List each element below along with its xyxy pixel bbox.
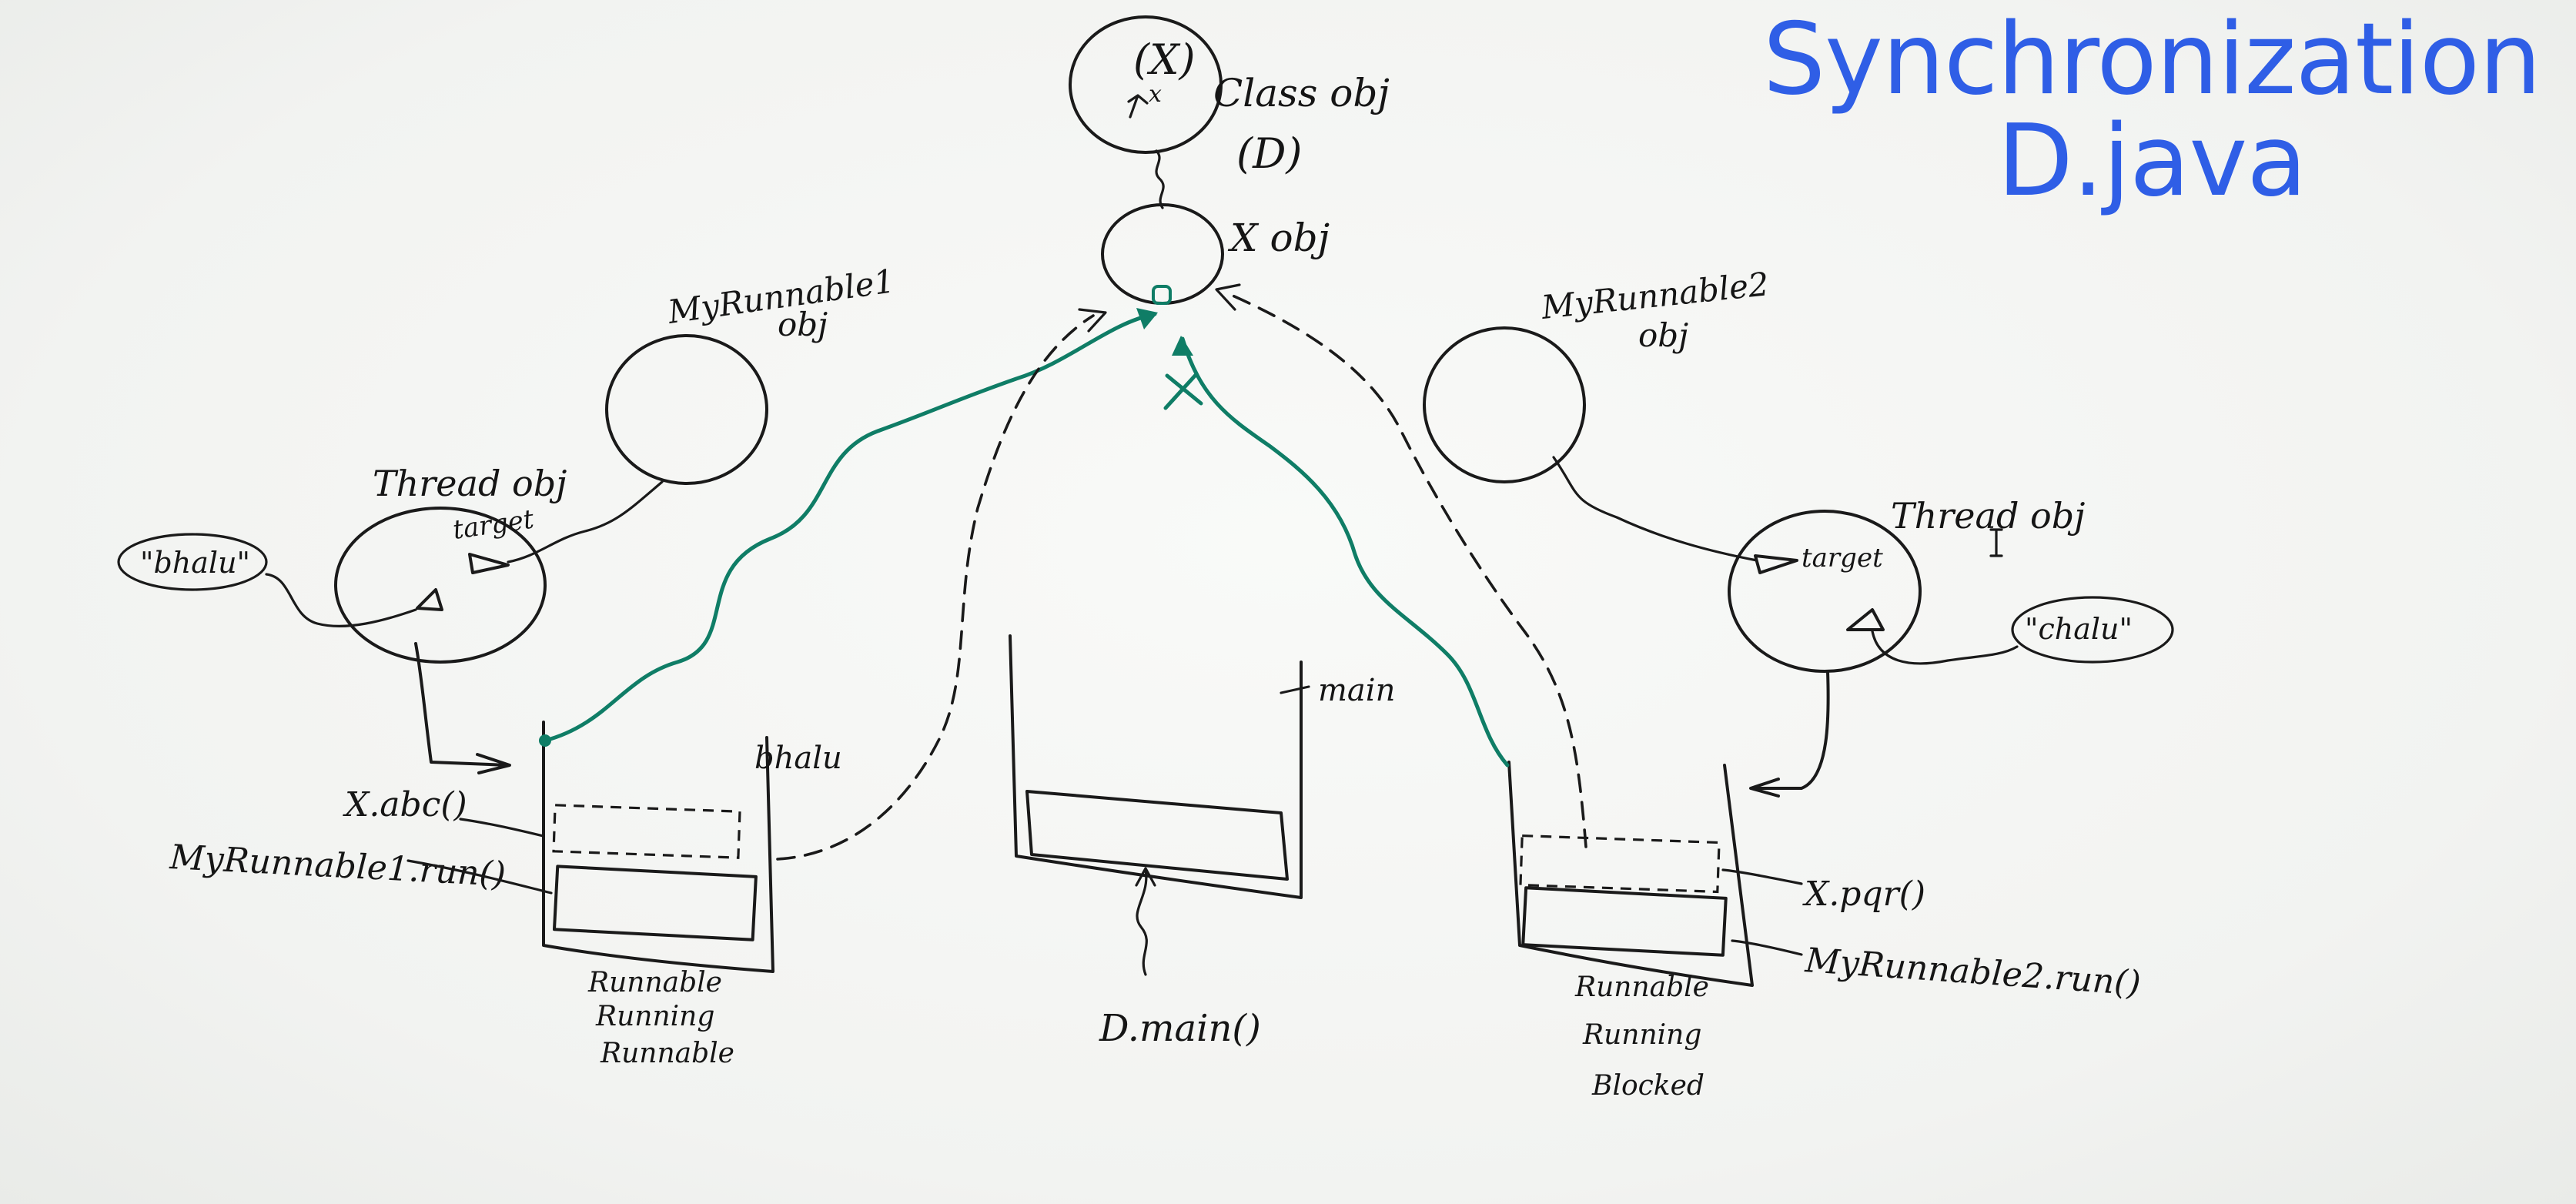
stack1-frame-abc-label: X.abc() bbox=[343, 785, 467, 824]
stack1-frame-run-label: MyRunnable1.run() bbox=[168, 838, 507, 895]
class-object-circle bbox=[1069, 15, 1223, 154]
stack2-frame-run-pointer bbox=[1731, 939, 1803, 956]
pqr-call-dashed-link bbox=[1224, 291, 1587, 848]
thread2-target-label: target bbox=[1802, 543, 1883, 574]
main-frame-pointer-head bbox=[1135, 867, 1156, 887]
lock-icon bbox=[1152, 285, 1172, 305]
stack1-frame-abc bbox=[552, 804, 741, 859]
stack1-frame-run-pointer bbox=[406, 859, 553, 895]
thread1-state-3: Runnable bbox=[600, 1038, 734, 1069]
thread1-stack-link bbox=[414, 642, 510, 767]
thread1-name-arrowhead bbox=[416, 588, 443, 611]
thread2-lock-arrowhead bbox=[1172, 336, 1193, 356]
class-object-name: (D) bbox=[1236, 129, 1302, 178]
x-object-circle bbox=[1101, 203, 1224, 305]
stack2-frame-pqr-label: X.pqr() bbox=[1802, 875, 1925, 914]
main-stack-name-tick bbox=[1280, 685, 1310, 694]
thread1-lock-path-start bbox=[539, 734, 551, 747]
thread2-target-link bbox=[1552, 456, 1758, 562]
stack2-frame-pqr bbox=[1519, 834, 1721, 894]
title-line-1: Synchronization bbox=[1762, 2, 2541, 117]
thread2-state-1: Runnable bbox=[1574, 972, 1709, 1003]
thread2-name-link bbox=[1871, 630, 2019, 665]
thread2-blocked-cross-icon bbox=[1163, 372, 1203, 410]
class-object-inner-arrow bbox=[1127, 94, 1149, 119]
text-cursor-icon bbox=[1989, 528, 2003, 557]
class-object-symbol: (X) bbox=[1133, 35, 1196, 84]
thread2-stack-arrowhead bbox=[1749, 778, 1780, 798]
thread1-name-text: "bhalu" bbox=[140, 546, 250, 580]
x-object-label: X obj bbox=[1227, 216, 1330, 260]
myrunnable2-object-label-2: obj bbox=[1638, 316, 1688, 354]
thread2-name-bubble bbox=[2011, 596, 2174, 664]
stack1-frame-abc-pointer bbox=[459, 818, 545, 838]
myrunnable1-object-circle bbox=[605, 334, 768, 485]
thread2-object-label: Thread obj bbox=[1891, 495, 2085, 537]
thread2-target-arrowhead bbox=[1754, 554, 1798, 574]
stack1-name: bhalu bbox=[754, 741, 842, 776]
thread2-stack-link bbox=[1751, 670, 1830, 790]
thread2-object-circle bbox=[1728, 510, 1922, 673]
main-stack-outline bbox=[1009, 634, 1303, 899]
pqr-call-arrowhead bbox=[1215, 283, 1241, 311]
thread2-name-arrowhead bbox=[1846, 608, 1885, 631]
main-stack-frame bbox=[1025, 790, 1289, 881]
stack2-frame-run-label: MyRunnable2.run() bbox=[1803, 941, 2142, 1003]
thread1-lock-acquired-path bbox=[543, 312, 1157, 743]
stack2-outline bbox=[1507, 761, 1754, 987]
stack1-outline bbox=[542, 721, 774, 973]
stack1-frame-run bbox=[552, 865, 758, 941]
class-object-label: Class obj bbox=[1213, 71, 1390, 115]
thread1-name-bubble bbox=[117, 533, 268, 591]
myrunnable2-object-circle bbox=[1423, 326, 1586, 483]
thread1-stack-arrowhead bbox=[476, 753, 511, 774]
stack2-frame-pqr-pointer bbox=[1721, 868, 1803, 885]
thread1-target-arrowhead bbox=[468, 553, 510, 574]
thread2-name-text: "chalu" bbox=[2025, 612, 2133, 646]
abc-call-arrowhead bbox=[1078, 308, 1107, 333]
thread2-state-2: Running bbox=[1582, 1019, 1701, 1051]
title-line-2: D.java bbox=[1997, 104, 2307, 219]
thread2-state-3: Blocked bbox=[1591, 1070, 1705, 1102]
thread1-object-circle bbox=[334, 507, 547, 664]
abc-call-dashed-link bbox=[776, 314, 1095, 861]
main-frame-pointer bbox=[1136, 868, 1148, 976]
thread1-target-link bbox=[507, 480, 664, 564]
main-frame-label: D.main() bbox=[1099, 1007, 1261, 1050]
thread1-object-label: Thread obj bbox=[373, 463, 567, 504]
myrunnable1-object-label-2: obj bbox=[778, 306, 828, 343]
thread2-lock-blocked-path bbox=[1180, 336, 1510, 768]
main-stack-name: main bbox=[1318, 673, 1395, 708]
thread1-state-2: Running bbox=[595, 1001, 714, 1032]
thread1-lock-arrowhead bbox=[1136, 308, 1158, 329]
class-object-inner-label: x bbox=[1149, 81, 1162, 108]
x-to-class-link bbox=[1155, 149, 1165, 209]
thread1-state-1: Runnable bbox=[587, 967, 722, 998]
stack2-frame-run bbox=[1521, 886, 1728, 957]
thread1-name-link bbox=[265, 573, 417, 627]
